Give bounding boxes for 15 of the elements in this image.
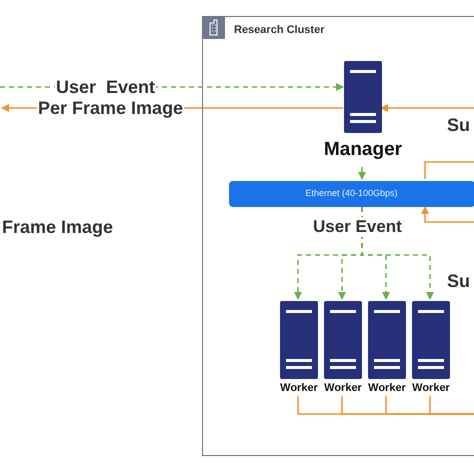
connector-line bbox=[429, 396, 474, 415]
text-label: Frame Image bbox=[2, 216, 114, 238]
edge-label: User Event bbox=[312, 217, 403, 237]
cluster-title: Research Cluster bbox=[234, 24, 324, 36]
arrow bbox=[421, 206, 474, 223]
text-label: Su bbox=[447, 270, 470, 292]
text-label: Su bbox=[447, 114, 470, 136]
arrow bbox=[380, 104, 474, 112]
connector-line bbox=[424, 161, 474, 179]
network-bar bbox=[229, 181, 474, 207]
server-label: Manager bbox=[322, 139, 404, 161]
dashed-arrow bbox=[358, 167, 366, 180]
dashed-arrow bbox=[361, 207, 434, 300]
bar-label: Ethernet (40-100Gbps) bbox=[304, 188, 399, 198]
cluster-frame bbox=[202, 16, 474, 456]
